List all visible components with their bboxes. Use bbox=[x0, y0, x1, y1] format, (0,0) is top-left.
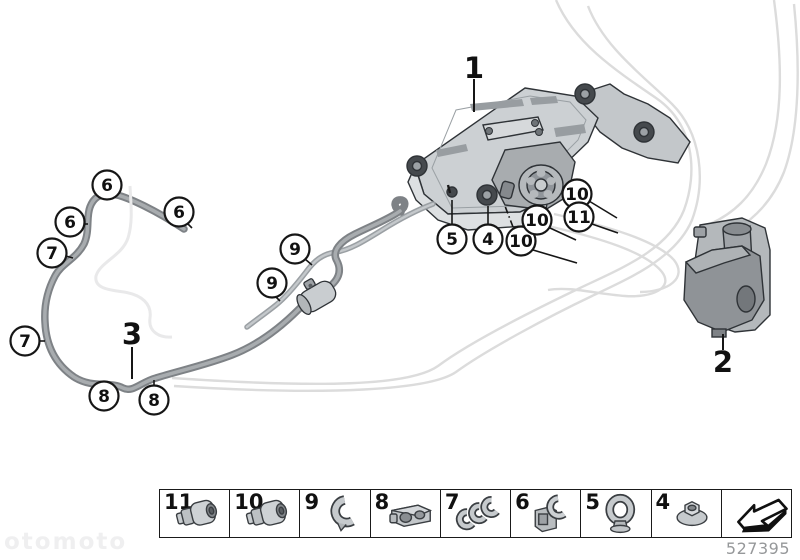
small-clip-mark bbox=[446, 184, 452, 194]
hose-filter-silencer bbox=[296, 278, 337, 315]
leader-line bbox=[588, 200, 618, 219]
svg-text:1: 1 bbox=[464, 51, 484, 85]
white-body-line bbox=[94, 185, 173, 339]
leader-line bbox=[532, 249, 578, 264]
svg-text:4: 4 bbox=[482, 230, 494, 250]
leader-line bbox=[504, 205, 514, 228]
callout-10: 10 bbox=[561, 178, 593, 210]
valve-body-top bbox=[684, 245, 752, 274]
svg-text:8: 8 bbox=[98, 387, 110, 407]
valve-port bbox=[736, 285, 756, 313]
legend-number: 6 bbox=[515, 490, 530, 514]
svg-text:5: 5 bbox=[446, 230, 458, 250]
svg-text:6: 6 bbox=[173, 203, 185, 223]
rubber-mounts bbox=[406, 83, 655, 206]
callout-6: 6 bbox=[91, 169, 123, 201]
legend-cell-4: 4 bbox=[652, 490, 722, 537]
svg-text:9: 9 bbox=[289, 240, 301, 260]
legend-cell-5: 5 bbox=[581, 490, 652, 537]
callout-8: 8 bbox=[138, 384, 170, 416]
callout-6: 6 bbox=[54, 206, 86, 238]
callout-9: 9 bbox=[279, 233, 311, 265]
callout-7: 7 bbox=[36, 237, 68, 269]
part-1-air-supply-unit bbox=[406, 83, 691, 231]
multi-clip-icon bbox=[453, 491, 509, 541]
part-label-2: 2 bbox=[713, 334, 733, 379]
motor-cylinder bbox=[518, 164, 564, 206]
callout-10: 10 bbox=[521, 204, 553, 236]
legend-number: 4 bbox=[655, 490, 671, 514]
grommet-nut-icon bbox=[664, 491, 720, 541]
leader-line bbox=[549, 227, 577, 241]
legend-cell-11: 11 bbox=[160, 490, 231, 537]
svg-text:10: 10 bbox=[525, 211, 549, 231]
valve-tab bbox=[693, 226, 707, 238]
air-pipe bbox=[244, 201, 436, 330]
part-label-3: 3 bbox=[122, 317, 142, 379]
direction-arrow-icon bbox=[734, 491, 790, 541]
svg-text:3: 3 bbox=[122, 317, 142, 351]
callout-8: 8 bbox=[88, 380, 120, 412]
legend-cell-10: 10 bbox=[230, 490, 301, 537]
watermark: otomoto bbox=[4, 529, 128, 555]
doc-number: 527395 bbox=[725, 539, 790, 558]
callout-11: 11 bbox=[563, 201, 595, 233]
callout-4: 4 bbox=[472, 223, 504, 255]
leader-line bbox=[304, 258, 313, 266]
svg-text:2: 2 bbox=[713, 345, 733, 379]
air-port-stub bbox=[499, 180, 515, 200]
svg-text:6: 6 bbox=[101, 176, 113, 196]
legend-number: 7 bbox=[444, 490, 460, 514]
legend-cell-6: 6 bbox=[511, 490, 582, 537]
svg-text:7: 7 bbox=[46, 244, 58, 264]
ring-clamp-icon bbox=[594, 491, 650, 541]
legend-number: 5 bbox=[585, 490, 600, 514]
legend-number: 9 bbox=[304, 490, 320, 514]
svg-text:8: 8 bbox=[148, 391, 160, 411]
union-connector-icon bbox=[172, 491, 228, 541]
svg-text:9: 9 bbox=[266, 274, 278, 294]
sub-plate-bolts bbox=[485, 119, 543, 136]
leader-lines bbox=[39, 200, 619, 387]
svg-text:10: 10 bbox=[509, 232, 533, 252]
valve-foot bbox=[711, 328, 727, 338]
part-label-1: 1 bbox=[464, 51, 484, 112]
part-2-valve-unit bbox=[683, 217, 771, 338]
part-3-vent-hose bbox=[41, 190, 409, 393]
union-connector-icon bbox=[242, 491, 298, 541]
legend-cell-7: 7 bbox=[441, 490, 512, 537]
svg-text:11: 11 bbox=[567, 208, 591, 228]
legend-cell-8: 8 bbox=[371, 490, 441, 537]
legend-cell-arrow bbox=[722, 490, 791, 537]
svg-text:6: 6 bbox=[64, 213, 76, 233]
callout-7: 7 bbox=[9, 325, 41, 357]
line-clamp-icon bbox=[383, 491, 439, 541]
callout-5: 5 bbox=[436, 223, 468, 255]
callout-10: 10 bbox=[505, 225, 537, 257]
svg-text:7: 7 bbox=[19, 332, 31, 352]
plate-slots bbox=[436, 96, 586, 157]
leader-line bbox=[591, 223, 619, 234]
hose-clip-icon bbox=[313, 491, 369, 541]
callout-6: 6 bbox=[163, 196, 195, 228]
svg-text:10: 10 bbox=[565, 185, 589, 205]
legend-cell-9: 9 bbox=[300, 490, 371, 537]
callout-9: 9 bbox=[256, 267, 288, 299]
part-labels: 1 2 3 bbox=[122, 51, 733, 379]
mounting-arm bbox=[574, 83, 691, 164]
legend-number: 8 bbox=[374, 490, 390, 514]
holder-clip-icon bbox=[523, 491, 579, 541]
valve-neck-opening bbox=[722, 222, 752, 236]
top-sub-plate bbox=[482, 116, 544, 141]
